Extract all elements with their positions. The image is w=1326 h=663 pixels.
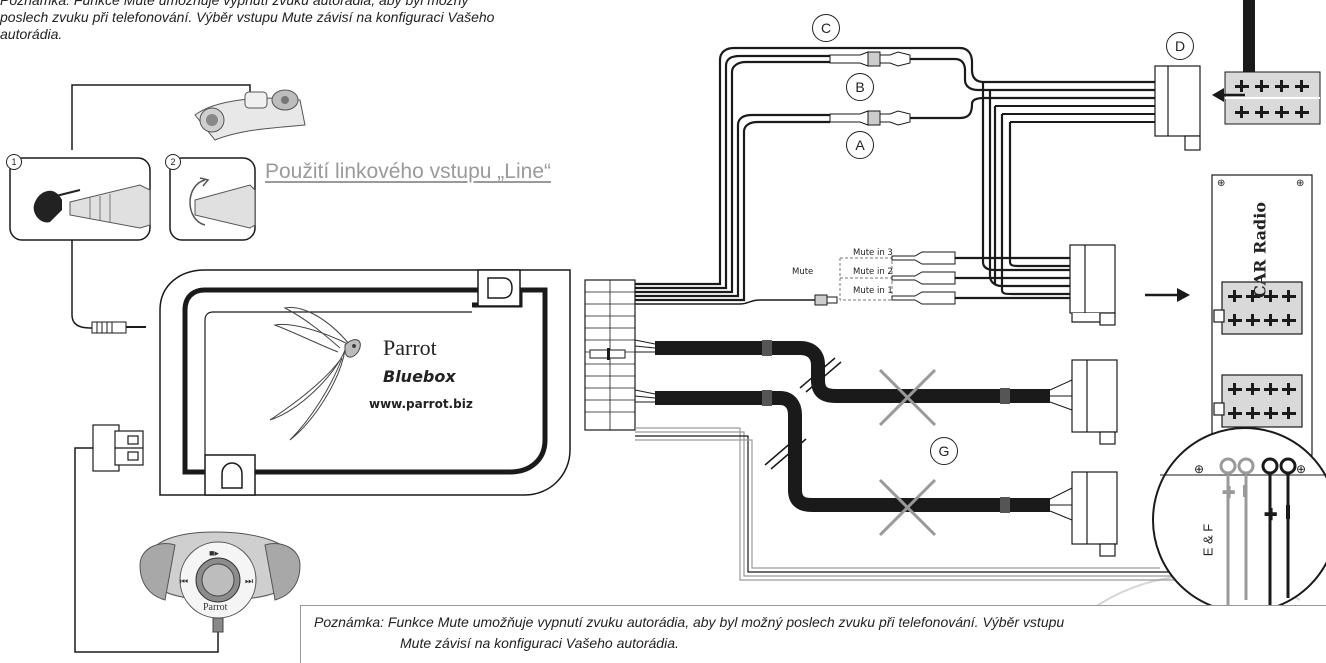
iso-pin [1255, 106, 1269, 118]
remote-cable [74, 447, 219, 653]
parrot-logo-icon [269, 306, 361, 441]
car-radio-title: CAR Radio [1230, 202, 1290, 298]
svg-text:⏭: ⏭ [245, 576, 253, 586]
cable-break-marks [764, 357, 842, 470]
svg-text:⏮: ⏮ [180, 576, 188, 586]
headset-clip-icon [194, 89, 306, 141]
cable-sleeves [762, 340, 1010, 513]
radio-pin [1264, 407, 1278, 419]
iso-connector-lower-2 [1071, 471, 1118, 557]
label-c: C [812, 14, 840, 42]
step-1-box [9, 157, 151, 241]
radio-pin [1282, 314, 1296, 326]
iso-pin [1295, 80, 1309, 92]
step-1-number: 1 [6, 154, 22, 170]
label-d: D [1166, 32, 1194, 60]
jack-plug-icon [91, 321, 146, 334]
mute-input-connectors [891, 251, 956, 305]
svg-text:⊕: ⊕ [1296, 462, 1306, 476]
thick-cables-cut [655, 341, 1050, 512]
bluebox-unit [159, 269, 571, 496]
bluebox-product: Bluebox [383, 367, 456, 386]
main-harness-connector [584, 279, 636, 431]
svg-text:✚: ✚ [1222, 485, 1235, 502]
svg-text:⊕: ⊕ [1194, 462, 1204, 476]
iso-pin [1255, 80, 1269, 92]
radio-pin [1282, 407, 1296, 419]
iso-pin [1295, 106, 1309, 118]
iso-connector-lower-1 [1071, 359, 1118, 445]
connector-d-block [1154, 65, 1201, 151]
radio-pin [1264, 290, 1278, 302]
mute-in-3: Mute in 3 [853, 248, 893, 258]
rca-socket-magnifier: ⊕ ⊕ ✚ ✚ [1152, 427, 1326, 613]
car-radio-title-text: CAR Radio [1250, 202, 1270, 298]
iso-pin [1235, 80, 1249, 92]
radio-pin [1282, 383, 1296, 395]
svg-text:■▸: ■▸ [209, 548, 219, 558]
iso-pin [1235, 106, 1249, 118]
steering-remote: ■▸ ⏮ ⏭ [139, 531, 301, 633]
svg-text:✚: ✚ [1264, 507, 1277, 524]
radio-pin [1264, 314, 1278, 326]
radio-pin [1246, 407, 1260, 419]
label-e-f: E & F [1195, 500, 1221, 580]
svg-text:⊕: ⊕ [1217, 178, 1225, 189]
cut-cross-marks [878, 368, 937, 537]
radio-pin [1228, 314, 1242, 326]
iso-pin [1275, 80, 1289, 92]
bottom-note: Poznámka: Funkce Mute umožňuje vypnutí z… [300, 605, 1326, 663]
mute-in-1: Mute in 1 [853, 286, 893, 296]
radio-connector-pins [1228, 290, 1296, 419]
mute-label: Mute [792, 267, 814, 277]
mute-wires [635, 299, 815, 305]
wires-to-d [995, 105, 1155, 123]
mute-in-2: Mute in 2 [853, 267, 893, 277]
remote-connector [92, 424, 144, 472]
iso-connector-upper [1069, 244, 1116, 326]
top-note-line-1: Poznámka: Funkce Mute umožňuje vypnutí z… [0, 0, 469, 8]
mute-plug [814, 294, 838, 306]
radio-pin [1246, 314, 1260, 326]
bluebox-brand: Parrot [383, 335, 437, 360]
step-2-number: 2 [165, 154, 181, 170]
bottom-note-line-2: Mute závisí na konfiguraci Vašeho autorá… [400, 635, 679, 651]
radio-pin [1246, 290, 1260, 302]
svg-text:⊕: ⊕ [1296, 178, 1304, 189]
label-g: G [930, 437, 958, 465]
step-2-box [169, 157, 256, 241]
arrow-right-icon [1145, 288, 1190, 302]
iso-pin [1275, 106, 1289, 118]
radio-pin [1228, 407, 1242, 419]
iso-pins [1235, 80, 1309, 118]
remote-brand: Parrot [203, 602, 228, 613]
top-note-line-2: poslech zvuku při telefonování. Výběr vs… [0, 9, 495, 25]
arrow-left-icon [1212, 88, 1245, 102]
cable-fan-wires [634, 339, 1073, 521]
label-e-f-text: E & F [1200, 523, 1216, 557]
rca-connector-b [829, 51, 911, 67]
mute-output-wires [955, 82, 1070, 300]
line-input-title: Použití linkového vstupu „Line“ [265, 160, 551, 183]
radio-pin [1282, 290, 1296, 302]
radio-pin [1228, 383, 1242, 395]
harness-wires-upper [635, 46, 1155, 302]
bluebox-url: www.parrot.biz [369, 397, 473, 411]
radio-pin [1264, 383, 1278, 395]
bottom-note-line-1: Poznámka: Funkce Mute umožňuje vypnutí z… [314, 614, 1065, 630]
label-a: A [846, 131, 874, 159]
radio-pin [1228, 290, 1242, 302]
top-note: Poznámka: Funkce Mute umožňuje vypnutí z… [0, 0, 610, 43]
rca-connector-a [829, 110, 911, 126]
antenna-iso-plug [1224, 0, 1321, 125]
label-b: B [846, 73, 874, 101]
radio-pin [1246, 383, 1260, 395]
top-note-line-3: autorádia. [0, 26, 63, 42]
